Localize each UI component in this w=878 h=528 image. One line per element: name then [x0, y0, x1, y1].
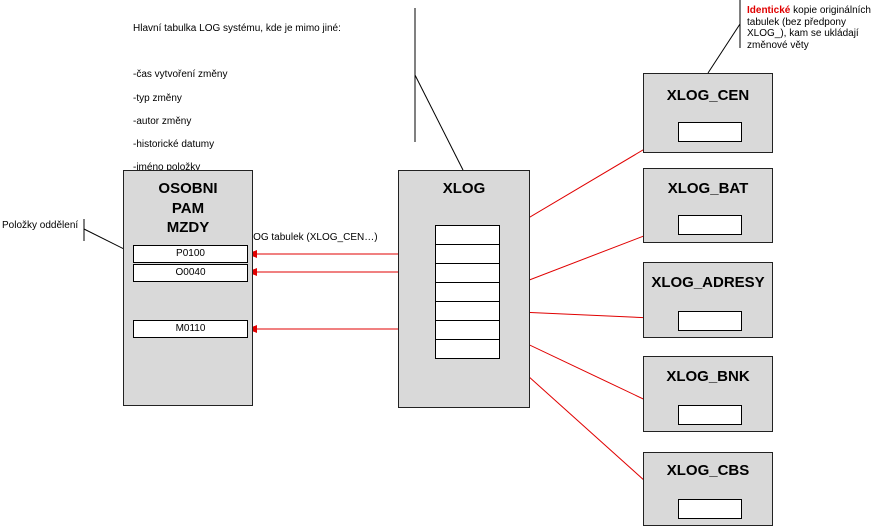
xlog-cbs-table: XLOG_CBS	[643, 452, 773, 526]
xlog-row	[435, 225, 500, 245]
osobni-pam-mzdy-table: OSOBNI PAM MZDY P0100 O0040 M0110	[123, 170, 253, 406]
xlog-cbs-title: XLOG_CBS	[666, 462, 750, 479]
xlog-bnk-title: XLOG_BNK	[666, 368, 750, 385]
field-o0040: O0040	[133, 264, 248, 282]
top-note-leader	[414, 74, 464, 171]
top-note-item: -typ změny	[133, 92, 182, 104]
xlog-bat-field	[678, 215, 742, 235]
xlog-table: XLOG	[398, 170, 530, 408]
xlog-cen-field	[678, 122, 742, 142]
xlog-row	[435, 339, 500, 359]
right-note-leader	[707, 23, 741, 74]
xlog-row	[435, 282, 500, 302]
field-m0110: M0110	[133, 320, 248, 338]
top-note-item: -historické datumy	[133, 138, 215, 150]
xlog-bnk-field	[678, 405, 742, 425]
xlog-adresy-title: XLOG_ADRESY	[651, 274, 765, 291]
xlog-bat-table: XLOG_BAT	[643, 168, 773, 243]
xlog-bnk-table: XLOG_BNK	[643, 356, 773, 432]
top-note-item: -jméno položky	[133, 162, 201, 174]
xlog-row	[435, 320, 500, 340]
xlog-table-title: XLOG	[442, 180, 486, 197]
xlog-row	[435, 301, 500, 321]
right-note: Identické kopie originálních tabulek (be…	[747, 5, 875, 51]
right-note-highlight: Identické	[747, 5, 791, 16]
top-note-item: -autor změny	[133, 115, 192, 127]
xlog-adresy-table: XLOG_ADRESY	[643, 262, 773, 338]
left-note: Položky oddělení	[2, 220, 79, 231]
xlog-cbs-field	[678, 499, 742, 519]
field-p0100: P0100	[133, 245, 248, 263]
top-note-item: -čas vytvoření změny	[133, 69, 228, 81]
xlog-cen-title: XLOG_CEN	[666, 87, 750, 104]
xlog-row	[435, 263, 500, 283]
xlog-cen-table: XLOG_CEN	[643, 73, 773, 153]
xlog-adresy-field	[678, 311, 742, 331]
right-note-text: kopie originálních tabulek (bez předpony…	[747, 5, 871, 51]
xlog-bat-title: XLOG_BAT	[667, 180, 749, 197]
xlog-row	[435, 244, 500, 264]
osobni-table-title: OSOBNI PAM MZDY	[158, 180, 218, 236]
top-note-title: Hlavní tabulka LOG systému, kde je mimo …	[133, 22, 341, 34]
